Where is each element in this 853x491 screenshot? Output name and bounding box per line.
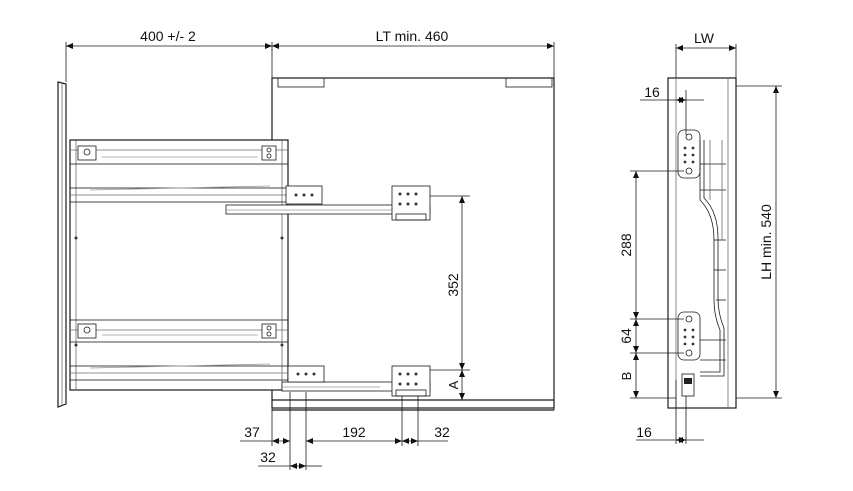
cabinet-outline (271, 77, 555, 409)
runner-top (225, 185, 431, 221)
hatch-top-left (277, 77, 325, 88)
dim-lt-min: LT min. 460 (272, 28, 555, 78)
label-37: 37 (244, 424, 260, 440)
dim-a: A (446, 370, 465, 400)
label-288: 288 (618, 233, 634, 257)
label-16-top: 16 (644, 84, 660, 100)
dim-b: B (619, 353, 676, 399)
label-64: 64 (618, 328, 634, 344)
basket-frame (69, 139, 289, 391)
label-lh-min: LH min. 540 (758, 204, 774, 280)
hatch-top-right (505, 77, 553, 88)
label-lw: LW (694, 30, 715, 46)
dim-lw: LW (675, 30, 737, 78)
front-fitting-top (77, 145, 277, 161)
bottom-bracket (681, 373, 695, 397)
dim-lh-min: LH min. 540 (736, 85, 782, 399)
dim-352: 352 (430, 195, 470, 371)
label-32-bottom: 32 (260, 449, 276, 465)
label-16-bottom: 16 (636, 424, 652, 440)
runner-top-mount (391, 185, 431, 221)
dim-16-top: 16 (640, 84, 704, 135)
dim-16-bottom: 16 (636, 380, 704, 444)
dim-288: 288 (618, 170, 684, 320)
mount-plate-bottom (677, 311, 701, 361)
runner-bottom (281, 365, 431, 397)
front-fitting-bottom (77, 323, 277, 339)
label-a: A (446, 380, 461, 389)
label-b: B (619, 372, 634, 381)
label-400: 400 +/- 2 (140, 28, 196, 44)
dim-width-400: 400 +/- 2 (65, 28, 273, 82)
wire-basket (699, 140, 726, 377)
dim-bottom-chain: 37 192 32 32 (240, 392, 450, 470)
cabinet-side-view: 400 +/- 2 LT min. 460 352 A (57, 28, 555, 470)
label-352: 352 (445, 273, 461, 297)
label-lt-min: LT min. 460 (376, 28, 449, 44)
cabinet-front-view: LW 16 288 64 B (618, 30, 782, 444)
runner-bottom-mount (391, 365, 431, 397)
label-192: 192 (342, 424, 366, 440)
front-view-outline (667, 77, 737, 409)
dim-64: 64 (618, 319, 684, 354)
label-32-right: 32 (434, 424, 450, 440)
